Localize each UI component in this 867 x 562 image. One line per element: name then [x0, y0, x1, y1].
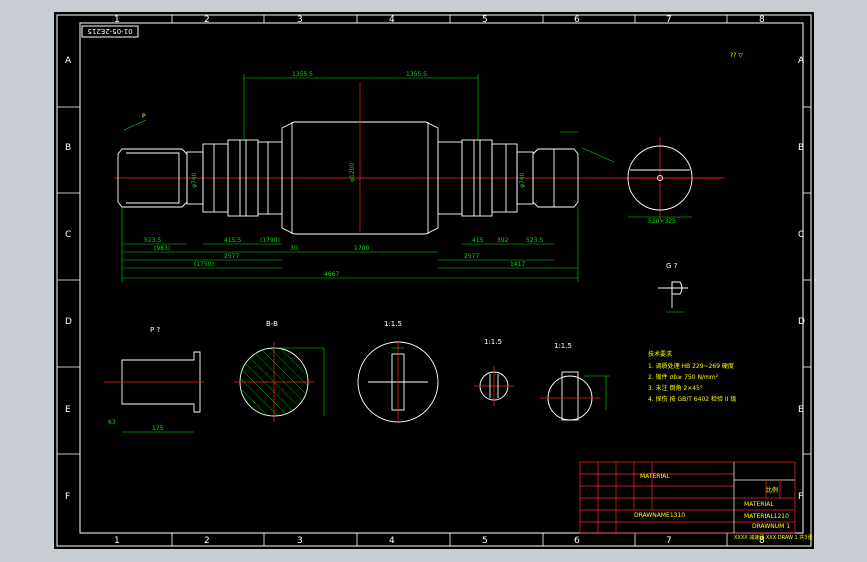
dim-seg-415: 415 — [472, 237, 484, 244]
p-view-outline — [121, 351, 201, 413]
outer-frame — [56, 14, 812, 547]
section-2-label: 1:1.5 — [484, 338, 502, 346]
technical-notes: 技术要求 1. 调质处理 HB 229~269 硬度 2. 锻件 σb≥ 750… — [648, 350, 736, 403]
zone-labels-top: 1 2 3 4 5 6 7 8 — [114, 15, 765, 25]
zone-row-c-right: C — [798, 230, 804, 240]
zone-col-8-bottom: 8 — [759, 536, 765, 546]
section-3-label: 1:1.5 — [554, 342, 572, 350]
notes-heading: 技术要求 — [648, 350, 672, 358]
zone-row-b-right: B — [798, 143, 804, 153]
end-view: 520×325 — [622, 137, 722, 225]
zone-col-2: 2 — [204, 15, 210, 25]
dim-right-dia: φ740 — [519, 172, 526, 188]
notes-line-1: 1. 调质处理 HB 229~269 硬度 — [648, 362, 734, 370]
notes-line-4: 4. 探伤 按 GB/T 6402 检验 II 级 — [648, 395, 736, 403]
zone-col-7-bottom: 7 — [666, 536, 672, 546]
zone-row-e-right: E — [798, 405, 804, 415]
zone-row-f-right: F — [798, 492, 803, 502]
cad-drawing: 1 2 3 4 5 6 7 8 1 2 3 4 5 6 7 8 A B C D … — [56, 14, 813, 547]
dim-top-right: 1355.5 — [406, 71, 427, 78]
zone-ticks — [57, 15, 811, 546]
inner-frame — [79, 22, 804, 534]
zone-col-3: 3 — [297, 15, 303, 25]
dim-seg-983: (983) — [154, 245, 170, 252]
title-block: MATERIAL 比例 MATERIAL DRAWNAME1310 MATERI… — [579, 461, 813, 541]
section-1-label: 1:1.5 — [384, 320, 402, 328]
main-view-dimensions: 1355.5 1355.5 523.5 415.5 (1790) 415 392… — [121, 71, 615, 282]
dim-seg-5235b: 523.5 — [526, 237, 543, 244]
zone-col-2-bottom: 2 — [204, 536, 210, 546]
zone-col-1-bottom: 1 — [114, 536, 120, 546]
zone-col-7: 7 — [666, 15, 672, 25]
zone-col-3-bottom: 3 — [297, 536, 303, 546]
dim-seg-392: 392 — [497, 237, 509, 244]
zone-col-4: 4 — [389, 15, 395, 25]
tb-drawing-name: DRAWNAME1310 — [634, 512, 685, 519]
zone-row-f: F — [65, 492, 70, 502]
p-view-label: P ? — [150, 326, 160, 334]
shaft-main-view — [114, 82, 724, 235]
p-view: P ? 175 63 — [104, 326, 204, 433]
pview-length: 175 — [152, 425, 164, 432]
end-view-dim: 520×325 — [648, 218, 676, 225]
roughness-symbol: ?? ▽ — [730, 52, 743, 59]
zone-col-1: 1 — [114, 15, 120, 25]
dim-seg-5235: 523.5 — [144, 237, 161, 244]
pview-sub: 63 — [108, 419, 116, 426]
dim-top-left: 1355.5 — [292, 71, 313, 78]
tb-material-label-2: MATERIAL — [744, 501, 774, 508]
section-2: 1:1.5 — [474, 338, 514, 406]
dim-right-run: 2577 — [464, 253, 479, 260]
drawing-number: 01-05-2E215 — [87, 27, 132, 35]
mark-p: P — [142, 113, 146, 120]
zone-col-6: 6 — [574, 15, 580, 25]
zone-row-d: D — [65, 317, 72, 327]
detail-g: G ? — [658, 262, 688, 313]
dim-left-run: 2577 — [224, 253, 239, 260]
zone-row-c: C — [65, 230, 71, 240]
dim-center-dia: φ1200 — [349, 163, 356, 182]
detail-g-label: G ? — [666, 262, 678, 270]
dim-right-mid: 1417 — [510, 261, 525, 268]
end-view-outer — [627, 145, 693, 211]
section-1: 1:1.5 — [357, 320, 439, 423]
section-bb-label: B-B — [266, 320, 278, 328]
zone-row-a: A — [65, 56, 72, 66]
zone-col-6-bottom: 6 — [574, 536, 580, 546]
zone-col-8: 8 — [759, 15, 765, 25]
zone-row-e: E — [65, 405, 71, 415]
notes-line-2: 2. 锻件 σb≥ 750 N/mm² — [648, 373, 719, 381]
zone-labels-left: A B C D E F — [65, 56, 72, 502]
zone-col-5-bottom: 5 — [482, 536, 488, 546]
drawing-number-box: 01-05-2E215 — [81, 25, 139, 38]
dim-left-dia: φ740 — [191, 172, 198, 188]
center-body — [281, 121, 439, 235]
tb-drawing-no: DRAWNUM 1 — [752, 523, 790, 530]
zone-labels-right: A B C D E F — [798, 56, 805, 502]
left-journal — [117, 148, 188, 208]
tb-material-value: MATERIAL1210 — [744, 513, 789, 520]
zone-col-4-bottom: 4 — [389, 536, 395, 546]
section-bb: B-B — [234, 320, 325, 422]
left-journal-bore — [126, 152, 180, 204]
right-journal — [532, 148, 579, 208]
zone-labels-bottom: 1 2 3 4 5 6 7 8 — [114, 536, 765, 546]
dim-total: 4667 — [324, 271, 339, 278]
dim-seg-4155: 415.5 — [224, 237, 241, 244]
drawing-sheet: 1 2 3 4 5 6 7 8 1 2 3 4 5 6 7 8 A B C D … — [54, 12, 814, 549]
section-3: 1:1.5 — [540, 342, 610, 421]
dim-seg-30: 30 — [290, 245, 298, 252]
dim-center: 1700 — [354, 245, 369, 252]
tb-material-label: MATERIAL — [640, 473, 670, 480]
zone-row-b: B — [65, 143, 71, 153]
tb-footer: XXXX 减速器 XXX DRAW 1 共3张 — [734, 534, 813, 541]
zone-row-a-right: A — [798, 56, 805, 66]
dim-seg-1790: (1790) — [260, 237, 280, 244]
zone-col-5: 5 — [482, 15, 488, 25]
dim-left-mid: (1750) — [194, 261, 214, 268]
tb-scale-label: 比例 — [766, 486, 778, 494]
zone-row-d-right: D — [798, 317, 805, 327]
notes-line-3: 3. 未注 倒角 2×45° — [648, 384, 703, 392]
